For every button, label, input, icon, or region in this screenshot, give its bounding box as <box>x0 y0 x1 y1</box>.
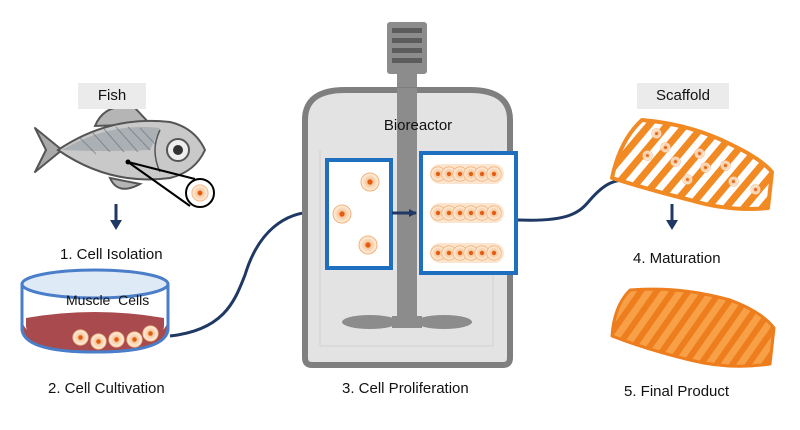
bioreactor-label: Bioreactor <box>383 117 453 134</box>
scaffold-with-cells <box>610 118 774 211</box>
step-4-label: 4. Maturation <box>633 250 721 267</box>
arrow-fish-to-isolation <box>110 204 122 230</box>
muscle-cells-label: Muscle Cells <box>66 292 150 308</box>
step-5-label: 5. Final Product <box>624 383 730 400</box>
arrow-dish-to-bioreactor <box>169 207 321 338</box>
expansion-stage-box <box>419 151 518 275</box>
seeding-stage-box <box>325 158 393 270</box>
step-1-label: 1. Cell Isolation <box>60 246 163 263</box>
arrow-scaffold-to-maturation <box>666 204 678 230</box>
step-3-label: 3. Cell Proliferation <box>342 380 469 397</box>
petri-dish <box>20 268 170 354</box>
arrow-bioreactor-to-scaffold <box>517 175 637 222</box>
fish-illustration <box>34 105 207 190</box>
scaffold-label: Scaffold <box>637 83 729 109</box>
final-product-fillet <box>610 287 776 368</box>
cell-zoom-callout <box>125 159 215 208</box>
step-2-label: 2. Cell Cultivation <box>48 380 165 397</box>
fish-label: Fish <box>78 83 146 109</box>
isolated-cell <box>191 184 209 202</box>
